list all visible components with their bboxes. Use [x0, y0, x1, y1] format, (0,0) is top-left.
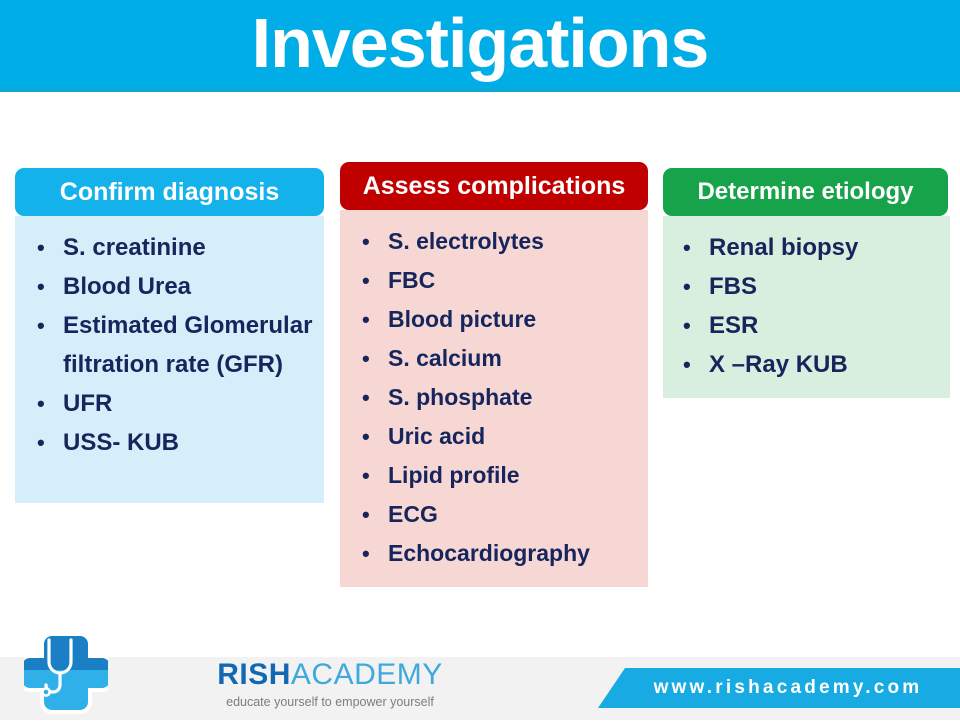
list-item: S. calcium: [348, 339, 640, 378]
list-item: Echocardiography: [348, 534, 640, 573]
column-header-determine-etiology: Determine etiology: [663, 168, 948, 216]
list-item: Renal biopsy: [671, 228, 942, 267]
column-body-determine-etiology: Renal biopsy FBS ESR X –Ray KUB: [663, 216, 950, 398]
page-title: Investigations: [251, 3, 710, 82]
column-body-confirm-diagnosis: S. creatinine Blood Urea Estimated Glome…: [15, 216, 324, 503]
brand-name: RISHACADEMY: [205, 658, 455, 692]
list-item: S. electrolytes: [348, 222, 640, 261]
column-determine-etiology: Determine etiology Renal biopsy FBS ESR …: [663, 168, 950, 398]
list-item: Lipid profile: [348, 456, 640, 495]
brand-tagline: educate yourself to empower yourself: [226, 695, 434, 709]
list-item: Uric acid: [348, 417, 640, 456]
list-assess-complications: S. electrolytes FBC Blood picture S. cal…: [348, 222, 640, 573]
slide-title-banner: Investigations: [0, 0, 960, 92]
website-url-banner[interactable]: www.rishacademy.com: [598, 668, 960, 708]
brand-name-part2: ACADEMY: [290, 658, 443, 691]
brand-logotype: RISHACADEMY educate yourself to empower …: [205, 658, 455, 711]
list-item: Blood Urea: [23, 267, 316, 306]
column-body-assess-complications: S. electrolytes FBC Blood picture S. cal…: [340, 210, 648, 587]
list-determine-etiology: Renal biopsy FBS ESR X –Ray KUB: [671, 228, 942, 384]
list-item: X –Ray KUB: [671, 345, 942, 384]
list-item: ESR: [671, 306, 942, 345]
column-assess-complications: Assess complications S. electrolytes FBC…: [340, 162, 648, 587]
list-confirm-diagnosis: S. creatinine Blood Urea Estimated Glome…: [23, 228, 316, 462]
brand-name-part1: RISH: [217, 658, 291, 691]
website-url-text: www.rishacademy.com: [653, 677, 923, 698]
column-header-assess-complications: Assess complications: [340, 162, 648, 210]
column-header-confirm-diagnosis: Confirm diagnosis: [15, 168, 324, 216]
list-item: S. creatinine: [23, 228, 316, 267]
medical-cross-stethoscope-icon: [18, 630, 114, 716]
list-item: Blood picture: [348, 300, 640, 339]
list-item: S. phosphate: [348, 378, 640, 417]
list-item: ECG: [348, 495, 640, 534]
list-item: FBC: [348, 261, 640, 300]
list-item: USS- KUB: [23, 423, 316, 462]
list-item: Estimated Glomerular filtration rate (GF…: [23, 306, 316, 384]
column-confirm-diagnosis: Confirm diagnosis S. creatinine Blood Ur…: [15, 168, 324, 503]
list-item: UFR: [23, 384, 316, 423]
list-item: FBS: [671, 267, 942, 306]
